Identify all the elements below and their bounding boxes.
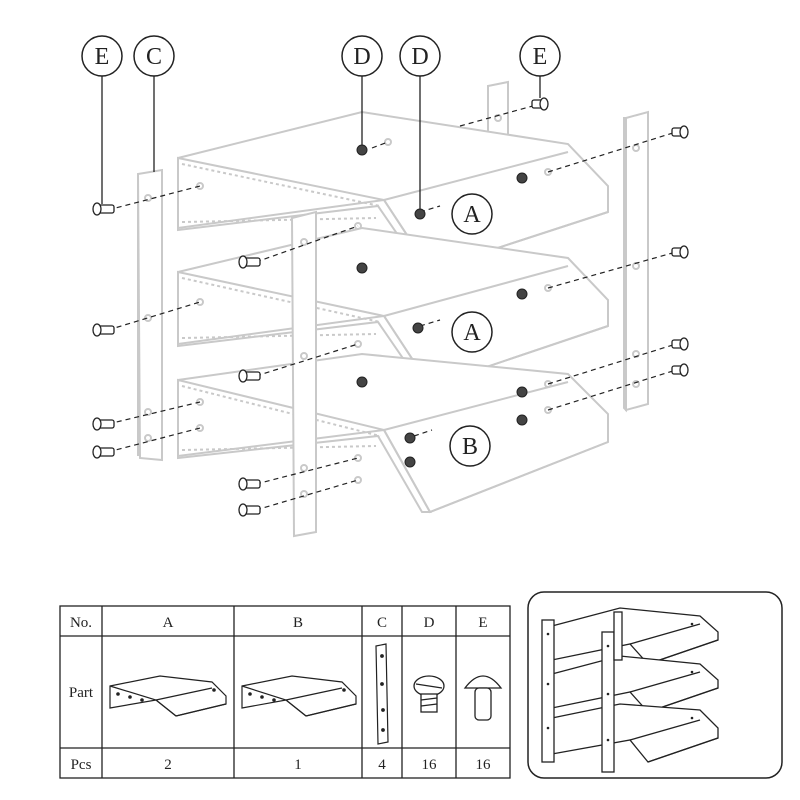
tray-a-middle [177,226,609,388]
exploded-view [136,80,649,538]
part-a-tray-sketch [109,675,227,717]
svg-text:B: B [462,434,478,460]
upright-front-right [290,210,317,538]
part-c-bar-sketch [375,643,389,745]
part-c-id: C [377,615,387,631]
upright-front-left [136,168,163,462]
part-e-bolt-icon [463,675,503,721]
callout-leaders [101,76,541,209]
part-d-id: D [424,615,435,631]
table-header-no: No. [70,615,92,631]
part-b-qty: 1 [294,757,302,773]
bolts-e [92,97,689,517]
part-a-qty: 2 [164,757,172,773]
callout-c-left: C [133,35,175,77]
tray-b-bottom [177,352,609,514]
callout-d-first: D [341,35,383,77]
part-b-tray-sketch [241,675,357,717]
svg-text:D: D [411,44,428,70]
svg-text:A: A [463,202,481,228]
callout-e-left: E [81,35,123,77]
callout-tray-top: A [451,193,493,235]
upright-back-right [623,110,649,413]
part-d-screw-icon [413,675,445,713]
callout-tray-middle: A [451,311,493,353]
part-c-qty: 4 [378,757,386,773]
assembled-preview [527,591,783,779]
parts-table: No. Part Pcs A B C D E 2 1 4 16 16 [59,605,511,779]
callout-e-right: E [519,35,561,77]
callout-tray-bottom: B [449,425,491,467]
svg-text:C: C [146,44,162,70]
screws-d [356,144,528,468]
part-e-qty: 16 [476,757,492,773]
svg-text:D: D [353,44,370,70]
svg-text:E: E [533,44,548,70]
assembly-guides [107,103,677,511]
part-a-id: A [163,615,174,631]
callout-d-second: D [399,35,441,77]
svg-text:E: E [95,44,110,70]
part-b-id: B [293,615,303,631]
table-header-part: Part [69,685,94,701]
part-d-qty: 16 [422,757,438,773]
table-header-pcs: Pcs [71,757,92,773]
part-e-id: E [478,615,487,631]
svg-text:A: A [463,320,481,346]
